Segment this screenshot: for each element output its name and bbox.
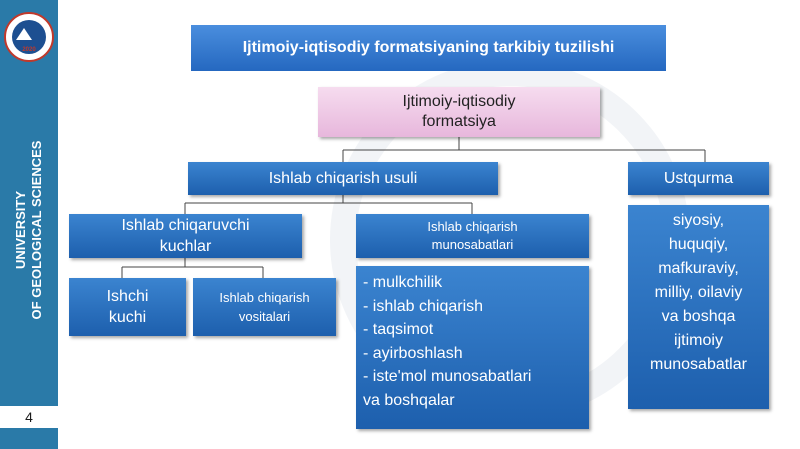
list-item: siyosiy, [672, 212, 725, 229]
node-means-of-production: Ishlab chiqarish vositalari [193, 278, 336, 336]
slide-title: Ijtimoiy-iqtisodiy formatsiyaning tarkib… [191, 25, 666, 71]
node-productive-forces: Ishlab chiqaruvchi kuchlar [69, 214, 302, 258]
node-production-relations-line-2: munosabatlari [431, 237, 514, 252]
list-item: va boshqalar [363, 391, 455, 409]
university-logo: 2020 [4, 12, 54, 62]
node-workforce: Ishchi kuchi [69, 278, 186, 336]
list-item: milliy, oilaviy [654, 284, 743, 301]
list-item: va boshqa [661, 308, 736, 325]
node-means-line-1: Ishlab chiqarish [219, 290, 310, 305]
list-item: - ayirboshlash [363, 344, 463, 362]
list-item: - ishlab chiqarish [363, 297, 484, 315]
list-item: - iste'mol munosabatlari [363, 368, 532, 385]
list-item: - mulkchilik [363, 274, 443, 291]
page-number: 4 [0, 406, 58, 428]
node-production-relations: Ishlab chiqarish munosabatlari [356, 214, 589, 258]
list-item: - taqsimot [363, 321, 434, 338]
node-production-method: Ishlab chiqarish usuli [188, 162, 498, 195]
node-productive-forces-line-1: Ishlab chiqaruvchi [121, 217, 250, 234]
production-relations-list: - mulkchilik - ishlab chiqarish - taqsim… [356, 266, 589, 429]
node-workforce-line-2: kuchi [108, 309, 147, 326]
node-workforce-line-1: Ishchi [106, 288, 149, 305]
node-root: Ijtimoiy-iqtisodiy formatsiya [318, 87, 600, 137]
mountain-icon [16, 28, 32, 40]
list-item: mafkuraviy, [658, 260, 739, 277]
logo-year: 2020 [22, 47, 36, 53]
node-means-line-2: vositalari [238, 309, 291, 324]
node-production-relations-line-1: Ishlab chiqarish [427, 219, 518, 234]
node-superstructure: Ustqurma [628, 162, 769, 195]
node-productive-forces-line-2: kuchlar [159, 238, 212, 255]
node-root-line-2: formatsiya [422, 113, 496, 130]
node-root-line-1: Ijtimoiy-iqtisodiy [402, 93, 516, 110]
list-item: munosabatlar [650, 356, 747, 373]
list-item: ijtimoiy [674, 332, 723, 349]
superstructure-list: siyosiy, huquqiy, mafkuraviy, milliy, oi… [628, 205, 769, 409]
sidebar: 2020 UNIVERSITY OF GEOLOGICAL SCIENCES 4 [0, 0, 58, 449]
list-item: huquqiy, [668, 236, 729, 253]
